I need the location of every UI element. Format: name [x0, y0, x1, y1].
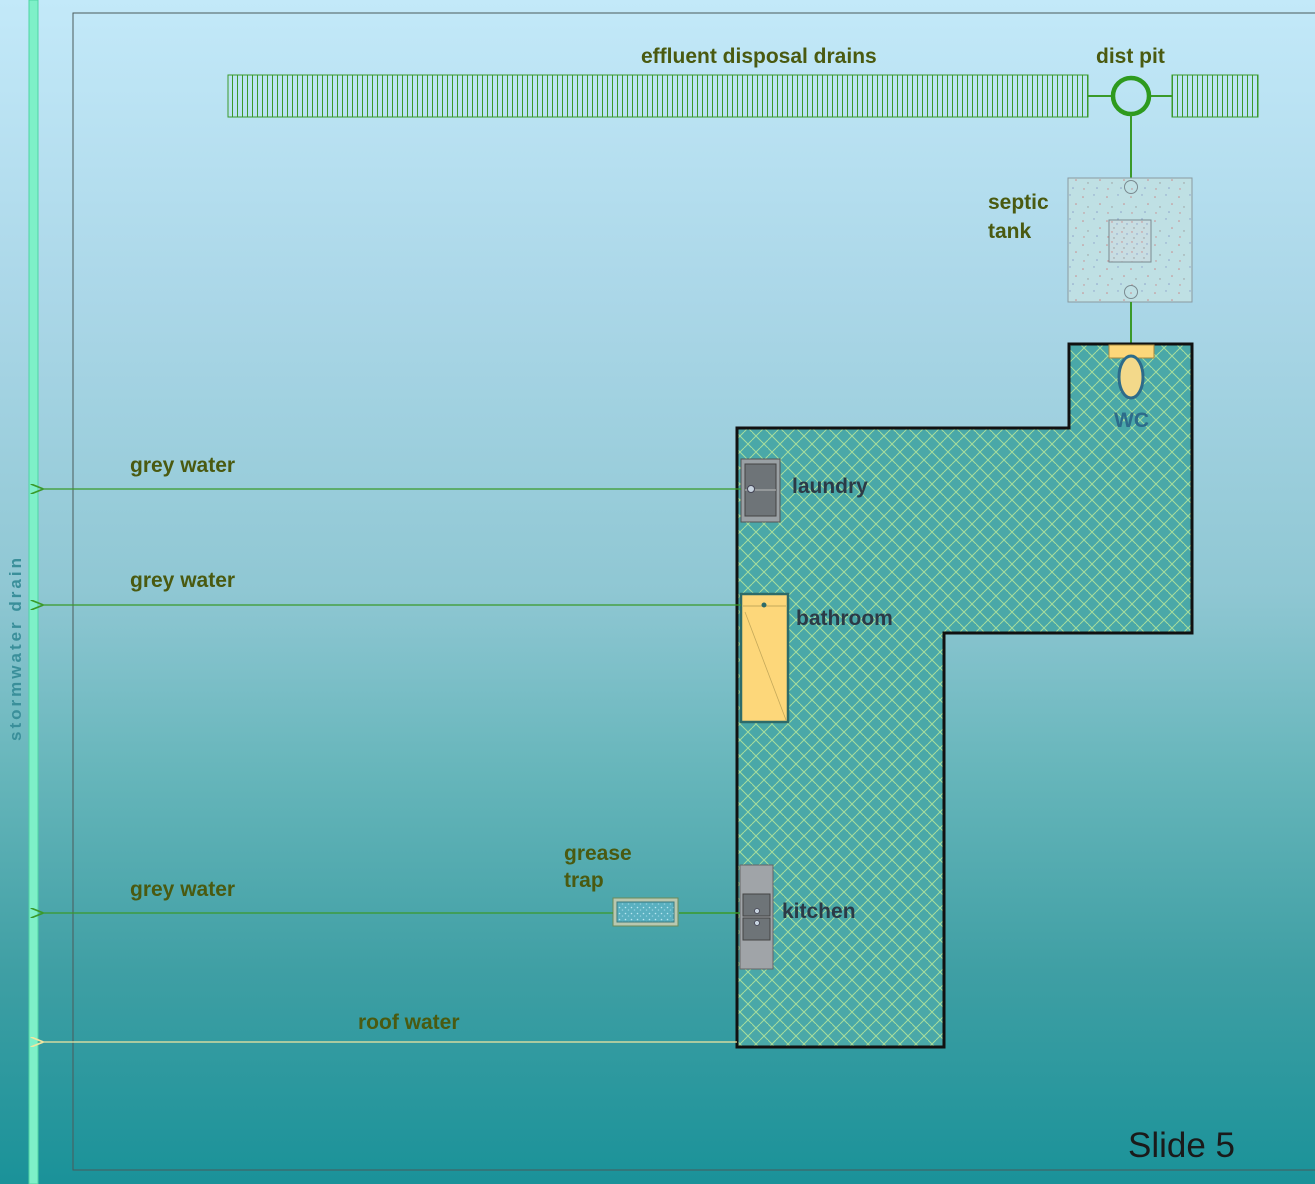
kitchen-label: kitchen — [782, 900, 856, 923]
septic-tank-label-line2: tank — [988, 220, 1032, 243]
grey-water-label-laundry: grey water — [130, 454, 236, 477]
laundry-label: laundry — [792, 475, 868, 498]
kitchen-sink-bowl-2 — [742, 917, 771, 941]
septic-inlet — [1124, 285, 1138, 299]
kitchen-drain-2 — [754, 920, 760, 926]
wc-label: WC — [1114, 409, 1149, 432]
site-boundary — [72, 12, 1315, 1171]
laundry-drain — [747, 485, 755, 493]
stormwater-drain — [28, 0, 39, 1184]
grease-trap-label-line2: trap — [564, 869, 604, 892]
house-footprint — [735, 342, 1194, 1049]
grease-trap-label-line1: grease — [564, 842, 632, 865]
bathtub-diagonal — [744, 611, 787, 721]
stormwater-drain-label: stormwater drain — [6, 555, 25, 741]
septic-outlet — [1124, 180, 1138, 194]
septic-tank-label-line1: septic — [988, 191, 1049, 214]
grey-water-label-bathroom: grey water — [130, 569, 236, 592]
effluent-drain-right — [1171, 74, 1259, 118]
drains-label: effluent disposal drains — [641, 45, 877, 68]
roof-water-label: roof water — [358, 1011, 460, 1034]
wc-bowl — [1117, 354, 1145, 400]
slide-number: Slide 5 — [1128, 1126, 1236, 1165]
bath-drain — [761, 602, 767, 608]
dist-pit-label: dist pit — [1096, 45, 1165, 68]
kitchen-drain-1 — [754, 908, 760, 914]
grey-water-label-kitchen: grey water — [130, 878, 236, 901]
kitchen-sink-bowl-1 — [742, 893, 771, 917]
septic-tank-chamber — [1108, 219, 1152, 263]
bathtub — [739, 592, 790, 724]
distribution-pit — [1110, 75, 1152, 117]
grease-trap-chamber — [616, 901, 675, 923]
bathroom-label: bathroom — [796, 607, 893, 630]
kitchen-sink-bench — [739, 864, 774, 970]
effluent-drain-left — [227, 74, 1089, 118]
